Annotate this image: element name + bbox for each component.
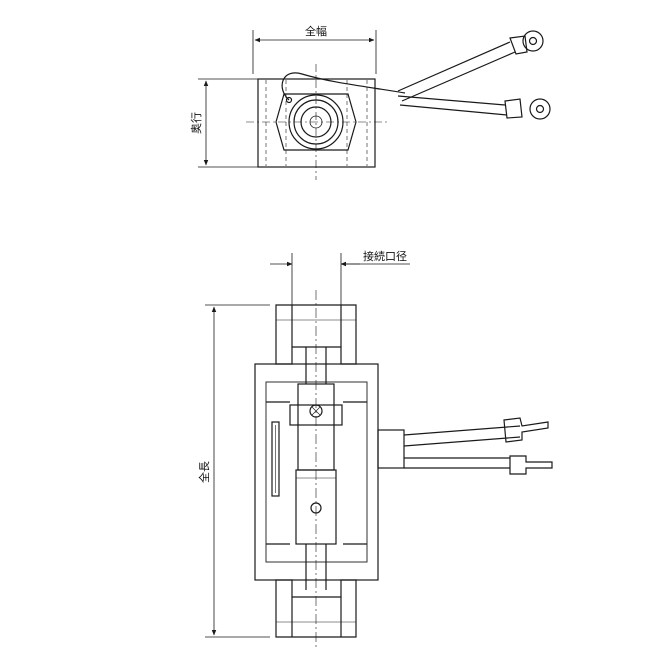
connection-diameter-label: 接続口径 [363, 249, 407, 263]
flat-terminal [503, 417, 549, 443]
stop-pin [309, 404, 323, 418]
ring-terminal [529, 98, 551, 120]
main-housing [254, 363, 379, 581]
overall-width-label: 全幅 [305, 24, 327, 38]
top-lead-wire [281, 72, 406, 101]
depth-label: 奥行 [189, 112, 203, 134]
bottom-port [275, 579, 357, 638]
front-view [205, 253, 553, 650]
ring-terminal [522, 30, 544, 52]
flat-terminal [509, 455, 553, 475]
top-view [198, 30, 551, 180]
hex-nut [275, 93, 357, 151]
overall-length-label: 全長 [197, 461, 211, 483]
float-piston [295, 469, 337, 545]
top-body [257, 78, 376, 168]
reed-switch [271, 421, 280, 497]
